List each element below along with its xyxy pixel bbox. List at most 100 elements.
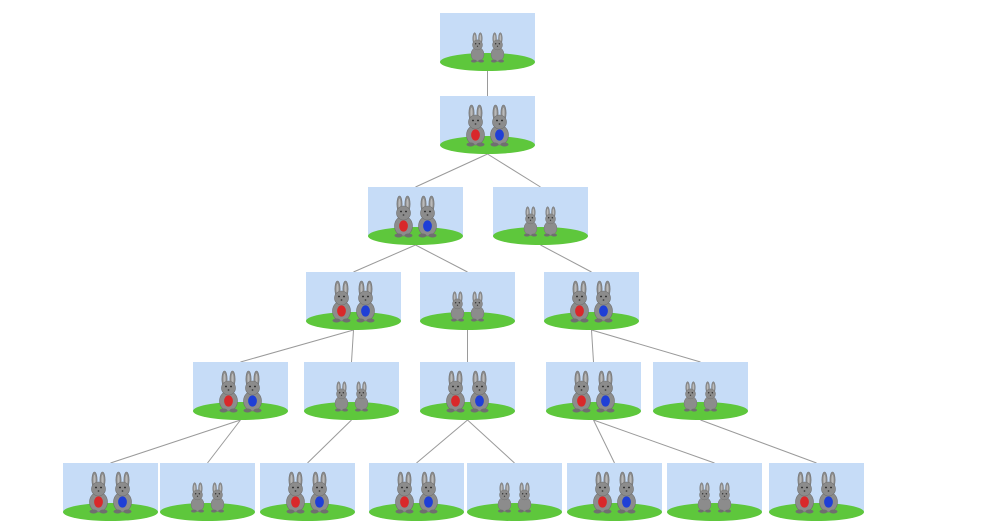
grass-mound (160, 503, 255, 521)
rabbit-icon (703, 381, 718, 412)
parent-child-edge (353, 244, 416, 273)
parent-child-edge (240, 329, 354, 363)
rabbit-icon (113, 471, 132, 514)
rabbit-icon (795, 471, 814, 514)
rabbit-pair-node (493, 187, 588, 245)
grass-mound (193, 402, 288, 420)
grass-mound (544, 312, 639, 330)
rabbit-icon (395, 471, 414, 514)
belly-mark (291, 496, 300, 508)
rabbit-icon (418, 195, 437, 238)
rabbit-icon (497, 482, 512, 513)
rabbit-pair-node (440, 13, 535, 71)
grass-mound (667, 503, 762, 521)
rabbit-pair-node (369, 463, 464, 521)
rabbit-icon (334, 381, 349, 412)
rabbit-pair-node (420, 272, 515, 330)
belly-mark (94, 496, 103, 508)
belly-mark (598, 496, 607, 508)
parent-child-edge (110, 419, 241, 464)
rabbit-icon (210, 482, 225, 513)
rabbit-pair-node (653, 362, 748, 420)
parent-child-edge (591, 329, 594, 363)
rabbit-icon (490, 32, 505, 63)
rabbit-icon (89, 471, 108, 514)
rabbit-icon (190, 482, 205, 513)
rabbit-icon (617, 471, 636, 514)
grass-mound (440, 136, 535, 154)
rabbit-pair-node (260, 463, 355, 521)
rabbit-icon (819, 471, 838, 514)
grass-mound (567, 503, 662, 521)
parent-child-edge (415, 244, 468, 273)
rabbit-icon (394, 195, 413, 238)
rabbit-icon (470, 291, 485, 322)
rabbit-icon (470, 370, 489, 413)
parent-child-edge (467, 419, 515, 464)
rabbit-icon (470, 32, 485, 63)
rabbit-pair-node (304, 362, 399, 420)
tree-nodes (63, 13, 864, 521)
grass-mound (369, 503, 464, 521)
belly-mark (800, 496, 809, 508)
rabbit-pair-node (769, 463, 864, 521)
belly-mark (315, 496, 324, 508)
rabbit-pair-node (667, 463, 762, 521)
grass-mound (653, 402, 748, 420)
rabbit-icon (570, 280, 589, 323)
belly-mark (399, 220, 408, 232)
rabbit-icon (332, 280, 351, 323)
parent-child-edge (351, 329, 354, 363)
grass-mound (304, 402, 399, 420)
grass-mound (467, 503, 562, 521)
grass-mound (306, 312, 401, 330)
grass-mound (420, 402, 515, 420)
grass-mound (769, 503, 864, 521)
parent-child-edge (593, 419, 615, 464)
rabbit-icon (310, 471, 329, 514)
tree-edges (110, 71, 817, 464)
rabbit-icon (243, 370, 262, 413)
belly-mark (451, 395, 460, 407)
grass-mound (440, 53, 535, 71)
rabbit-icon (354, 381, 369, 412)
rabbit-icon (594, 280, 613, 323)
belly-mark (495, 129, 504, 141)
belly-mark (224, 395, 233, 407)
rabbit-icon (517, 482, 532, 513)
grass-mound (260, 503, 355, 521)
rabbit-icon (450, 291, 465, 322)
rabbit-icon (466, 104, 485, 147)
rabbit-icon (697, 482, 712, 513)
rabbit-icon (572, 370, 591, 413)
belly-mark (601, 395, 610, 407)
rabbit-icon (683, 381, 698, 412)
rabbit-pair-node (193, 362, 288, 420)
rabbit-icon (717, 482, 732, 513)
rabbit-icon (523, 206, 538, 237)
rabbit-pair-node (567, 463, 662, 521)
belly-mark (423, 220, 432, 232)
rabbit-pair-node (467, 463, 562, 521)
grass-mound (368, 227, 463, 245)
rabbit-pair-node (306, 272, 401, 330)
rabbit-pair-node (420, 362, 515, 420)
parent-child-edge (540, 244, 592, 273)
belly-mark (575, 305, 584, 317)
rabbit-icon (419, 471, 438, 514)
rabbit-pair-node (160, 463, 255, 521)
belly-mark (400, 496, 409, 508)
parent-child-edge (700, 419, 817, 464)
belly-mark (118, 496, 127, 508)
belly-mark (599, 305, 608, 317)
rabbit-icon (593, 471, 612, 514)
parent-child-edge (415, 153, 488, 188)
belly-mark (577, 395, 586, 407)
rabbit-icon (356, 280, 375, 323)
rabbit-pair-node (63, 463, 158, 521)
rabbit-icon (219, 370, 238, 413)
rabbit-icon (286, 471, 305, 514)
rabbit-pair-node (546, 362, 641, 420)
parent-child-edge (207, 419, 241, 464)
